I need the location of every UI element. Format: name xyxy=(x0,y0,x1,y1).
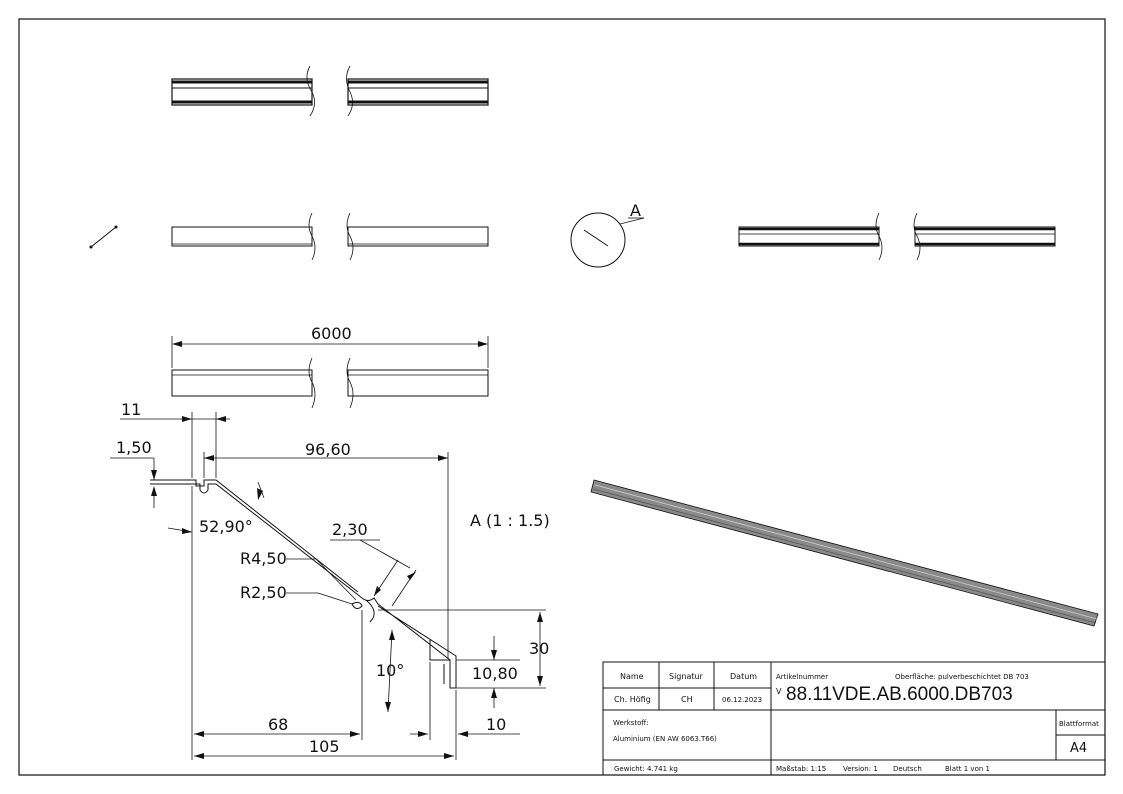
isometric-view xyxy=(590,479,1099,627)
tb-date: 06.12.2023 xyxy=(722,696,762,704)
profile-dimensions xyxy=(110,412,546,760)
tb-scale: Maßstab: 1:15 xyxy=(776,765,826,773)
tb-version: Version: 1 xyxy=(843,765,878,773)
tb-signature-header: Signatur xyxy=(669,672,704,681)
profile-section xyxy=(150,479,457,689)
tb-sheet-format: A4 xyxy=(1070,741,1087,756)
tb-article-label: Artikelnummer xyxy=(776,673,828,681)
tb-article-prefix: V xyxy=(776,687,782,696)
side-view xyxy=(171,212,489,261)
dim-2-30: 2,30 xyxy=(332,520,368,539)
dim-angle-10: 10° xyxy=(376,661,404,680)
dim-11: 11 xyxy=(121,400,141,419)
dimension-arrows xyxy=(151,416,543,759)
dim-r4-50: R4,50 xyxy=(240,549,287,568)
dim-1-50: 1,50 xyxy=(116,438,152,457)
tb-language: Deutsch xyxy=(893,765,922,773)
detail-scale-label: A (1 : 1.5) xyxy=(470,511,550,530)
top-view xyxy=(171,65,489,117)
dim-angle: 52,90° xyxy=(199,517,253,536)
dim-r2-50: R2,50 xyxy=(240,583,287,602)
tb-name: Ch. Höfig xyxy=(614,695,651,704)
dim-30: 30 xyxy=(529,639,549,658)
title-block xyxy=(602,661,1106,776)
dim-10-80: 10,80 xyxy=(472,664,518,683)
tb-material: Aluminium (EN AW 6063.T66) xyxy=(613,735,717,743)
tb-article-number: 88.11VDE.AB.6000.DB703 xyxy=(786,684,1013,705)
tb-name-header: Name xyxy=(620,672,644,681)
dim-10: 10 xyxy=(486,715,506,734)
tb-sheet: Blatt 1 von 1 xyxy=(945,765,990,773)
dim-68: 68 xyxy=(268,715,288,734)
front-view xyxy=(171,336,489,409)
tb-date-header: Datum xyxy=(730,672,757,681)
dim-105: 105 xyxy=(309,737,340,756)
tb-signature: CH xyxy=(681,695,693,704)
tb-surface: Oberfläche: pulverbeschichtet DB 703 xyxy=(895,673,1029,681)
tb-weight: Gewicht: 4.741 kg xyxy=(614,765,678,773)
drawing-border xyxy=(18,18,1106,776)
tb-material-label: Werkstoff: xyxy=(613,719,649,727)
dim-overall-length: 6000 xyxy=(311,324,352,343)
detail-marker-label: A xyxy=(630,201,641,220)
profile-symbol-small xyxy=(89,225,118,249)
tb-sheet-format-label: Blattformat xyxy=(1059,720,1099,728)
right-view xyxy=(738,212,1056,261)
dim-96-60: 96,60 xyxy=(305,440,351,459)
detail-marker-a xyxy=(570,212,645,268)
